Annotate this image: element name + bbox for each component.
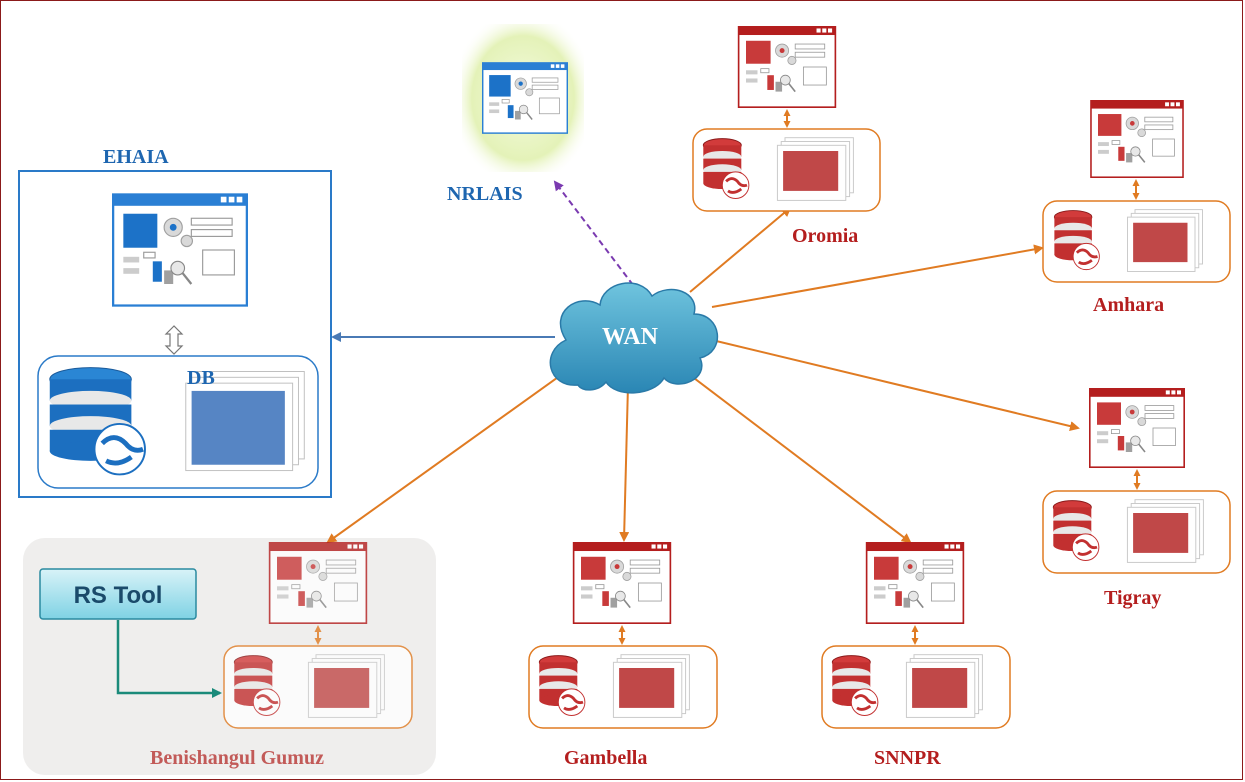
nrlais-node: NRLAIS [447,24,584,205]
region-benishangul [223,542,413,729]
gambella-database-icon [537,653,691,719]
wan-cloud: WAN [549,282,718,394]
benishangul-label: Benishangul Gumuz [150,747,324,769]
benishangul-app-icon [268,542,368,624]
link-tigray [711,339,1080,431]
region-tigray: Tigray [1042,388,1231,609]
region-amhara: Amhara [1042,100,1231,316]
cloud-icon [549,282,718,394]
link-oromia [689,206,792,293]
oromia-database-icon [701,136,855,202]
link-nrlais [553,180,634,286]
link-gambella [619,384,630,542]
link-amhara [711,244,1044,308]
region-snnpr: SNNPR [821,542,1011,769]
snnpr-label: SNNPR [874,747,941,769]
ehaia-app-icon [112,193,248,307]
rs-tool-node[interactable]: RS Tool [39,568,197,620]
nrlais-app-icon [482,61,568,135]
tigray-database-icon [1051,498,1205,564]
amhara-label: Amhara [1093,294,1164,316]
oromia-label: Oromia [792,225,858,247]
region-oromia: Oromia [692,26,881,247]
ehaia-title: EHAIA [103,146,169,168]
tigray-app-icon [1088,388,1186,468]
oromia-app-icon [737,26,837,108]
wan-label: WAN [602,324,659,350]
region-gambella: Gambella [528,542,718,769]
snnpr-app-icon [865,542,965,624]
amhara-database-icon [1052,208,1204,273]
gambella-app-icon [572,542,672,624]
ehaia-box [18,170,332,498]
rs-tool-button[interactable] [39,568,197,620]
tigray-label: Tigray [1104,587,1161,609]
amhara-app-icon [1089,100,1185,178]
gambella-label: Gambella [564,747,647,769]
snnpr-database-icon [830,653,984,719]
link-rs-tool [116,620,222,698]
bidirectional-arrow-icon [164,325,184,355]
links [326,180,1080,544]
link-benishangul [326,369,569,544]
nrlais-label: NRLAIS [447,183,523,205]
rs-tool-label: RS Tool [74,582,163,609]
ehaia-db-label: DB [187,367,215,389]
benishangul-database-icon [232,653,386,719]
link-snnpr [689,374,912,544]
ehaia-node: EHAIA DB [18,146,332,498]
